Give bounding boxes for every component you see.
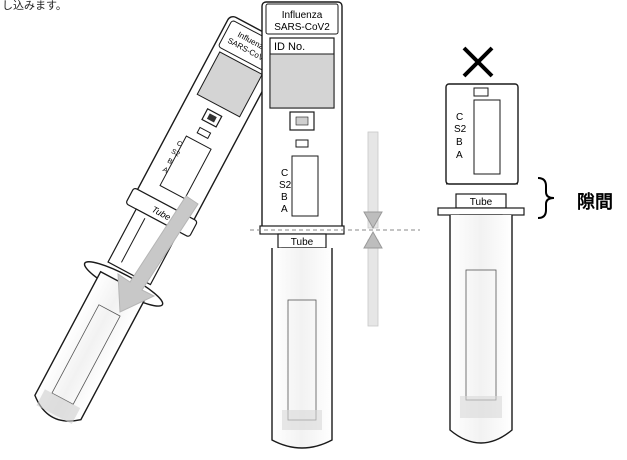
mark-s2: S2 <box>454 124 467 135</box>
result-window <box>159 135 212 200</box>
device-incorrect: C S2 B A Tube <box>437 46 555 444</box>
mark-a: A <box>281 204 288 215</box>
indicator-slot <box>196 126 212 140</box>
result-window <box>291 155 319 217</box>
mark-c: C <box>456 112 463 123</box>
tube-label: Tube <box>470 197 493 208</box>
result-window <box>473 99 501 175</box>
mark-a: A <box>456 150 463 161</box>
device-correct: Influenza SARS-CoV2 ID No. C S2 B A Tube <box>250 1 420 449</box>
device-inserting: Influenza SARS-CoV2 C S2 B A Tube <box>34 16 286 424</box>
gap-label: 隙間 <box>577 192 613 213</box>
mark-s2: S2 <box>279 180 292 191</box>
mark-b: B <box>281 192 288 203</box>
mark-a: A <box>161 166 169 175</box>
id-window <box>196 51 263 118</box>
tube-label: Tube <box>291 237 314 248</box>
mark-b: B <box>166 158 174 167</box>
mark-s2: S2 <box>170 148 181 158</box>
brand-line2: SARS-CoV2 <box>274 22 330 33</box>
cross-icon <box>462 46 494 78</box>
mark-b: B <box>456 137 463 148</box>
insert-arrow <box>117 195 199 313</box>
instruction-caption: し込みます。 <box>2 0 67 12</box>
opposing-arrows-icon <box>363 211 383 249</box>
id-label: ID No. <box>274 41 305 53</box>
indicator-slot <box>295 139 309 148</box>
mark-c: C <box>281 168 288 179</box>
mark-c: C <box>175 140 183 149</box>
right-brace-icon <box>537 177 555 219</box>
indicator-slot <box>473 87 489 97</box>
brand-line1: Influenza <box>282 10 323 21</box>
